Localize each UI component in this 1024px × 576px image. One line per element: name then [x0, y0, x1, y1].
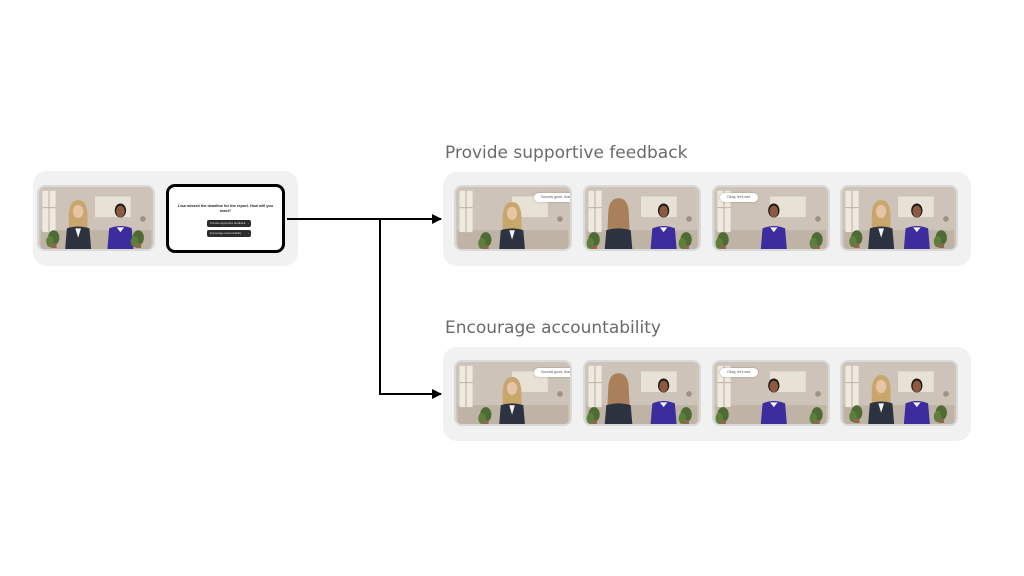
branch2-scene-3: Okay, let's see. — [712, 360, 830, 426]
option-button-supportive[interactable]: Provide supportive feedback › — [207, 220, 251, 227]
option-label: Encourage accountability — [210, 231, 242, 235]
question-text: Lisa missed the deadline for the report.… — [178, 204, 273, 213]
source-scene-frame — [37, 185, 155, 251]
option-label: Provide supportive feedback — [210, 221, 246, 225]
branch1-scene-1: Sounds good, thank you. — [454, 185, 572, 251]
option-button-accountability[interactable]: Encourage accountability › — [207, 230, 251, 237]
speech-bubble: Okay, let's see. — [720, 193, 759, 202]
branch1-scene-4 — [840, 185, 958, 251]
speech-bubble: Sounds good, thank you. — [534, 193, 570, 202]
branch-title-accountability: Encourage accountability — [445, 318, 661, 338]
chevron-right-icon: › — [248, 231, 249, 235]
arrow-to-branch-2 — [379, 219, 442, 399]
branch2-scene-1: Sounds good, thank you. — [454, 360, 572, 426]
branch1-scene-3: Okay, let's see. — [712, 185, 830, 251]
branch1-scene-2 — [583, 185, 701, 251]
speech-bubble: Sounds good, thank you. — [534, 368, 570, 377]
branch2-scene-4 — [840, 360, 958, 426]
speech-bubble: Okay, let's see. — [720, 368, 759, 377]
branch-title-supportive: Provide supportive feedback — [445, 143, 688, 163]
chevron-right-icon: › — [248, 221, 249, 225]
question-card: Lisa missed the deadline for the report.… — [166, 184, 285, 253]
branch2-scene-2 — [583, 360, 701, 426]
